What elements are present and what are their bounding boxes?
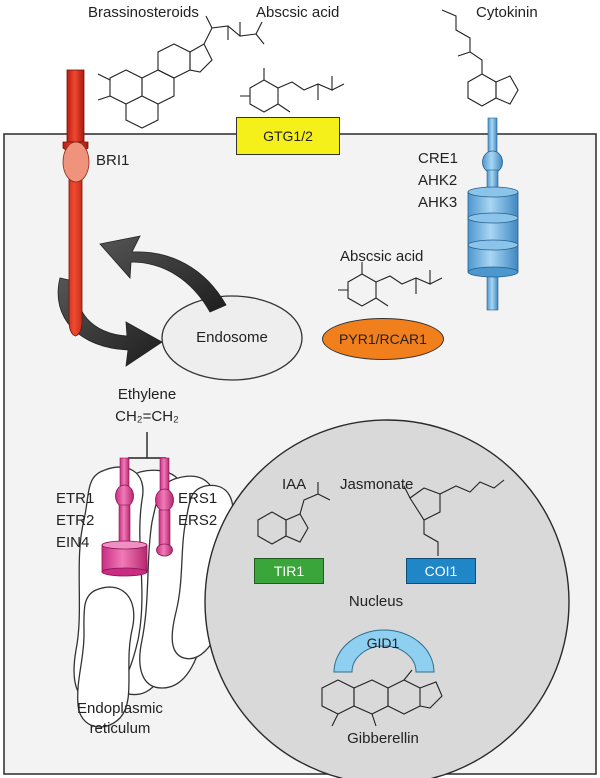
cytokinin-structure-icon: [441, 9, 519, 107]
gtg-receptor-box: GTG1/2: [236, 117, 340, 155]
etr2-label: ETR2: [56, 512, 95, 529]
recycle-arrow-upper-icon: [99, 235, 227, 313]
ahk3-label: AHK3: [418, 194, 458, 211]
cytokinin-label: Cytokinin: [476, 4, 538, 21]
abscisic-acid-inner-structure-icon: [338, 262, 443, 307]
bri1-receptor-icon: [62, 69, 90, 337]
gid1-label: GID1: [366, 635, 400, 651]
iaa-label: IAA: [282, 476, 307, 493]
er-label-line1: Endoplasmic: [77, 700, 163, 717]
ahk2-label: AHK2: [418, 172, 458, 189]
endosome-label: Endosome: [196, 329, 268, 346]
jasmonate-structure-icon: [403, 479, 505, 556]
pyr1-rcar1-receptor: PYR1/RCAR1: [322, 318, 444, 360]
bri1-label: BRI1: [96, 152, 130, 169]
etr-receptor-icon: [101, 457, 148, 577]
ethylene-formula: CH₂=CH₂: [115, 408, 179, 425]
abscisic-acid-top-label: Abscsic acid: [256, 4, 340, 21]
ers1-label: ERS1: [178, 490, 218, 507]
gid1-arc-icon: [333, 629, 435, 673]
endosome-shape: [161, 295, 303, 381]
cytokinin-receptor-icon: [467, 117, 519, 311]
ers-receptor-icon: [155, 457, 174, 557]
ein4-label: EIN4: [56, 534, 90, 551]
tir1-receptor-box: TIR1: [254, 558, 324, 584]
cre1-label: CRE1: [418, 150, 459, 167]
abscisic-acid-inner-label: Abscsic acid: [340, 248, 424, 265]
iaa-structure-icon: [257, 482, 331, 545]
nucleus-label: Nucleus: [348, 593, 404, 610]
etr1-label: ETR1: [56, 490, 95, 507]
gibberellin-structure-icon: [321, 669, 443, 727]
ers2-label: ERS2: [178, 512, 218, 529]
brassinosteroids-label: Brassinosteroids: [88, 4, 199, 21]
jasmonate-label: Jasmonate: [340, 476, 414, 493]
ethylene-label: Ethylene: [117, 386, 177, 403]
nucleus-shape: [204, 419, 570, 778]
abscisic-acid-structure-icon: [240, 68, 345, 113]
ethylene-inhibition-icon: [128, 432, 166, 459]
coi1-receptor-box: COI1: [406, 558, 476, 584]
gibberellin-label: Gibberellin: [347, 730, 419, 747]
brassinosteroid-structure-icon: [97, 15, 265, 129]
er-label-line2: reticulum: [89, 720, 151, 737]
